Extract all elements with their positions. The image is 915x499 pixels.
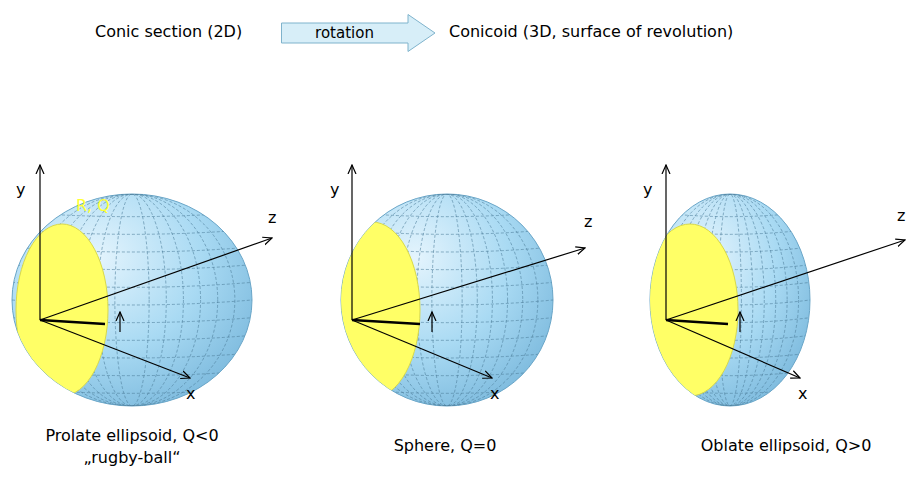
axis-label: z	[584, 212, 592, 232]
axis-label: y	[643, 180, 652, 200]
axis-label: z	[897, 206, 905, 226]
surface-cap	[642, 224, 738, 396]
arrow-label: rotation	[315, 23, 374, 43]
grid-line	[650, 388, 810, 393]
axes	[40, 165, 905, 378]
surface-cap	[324, 222, 420, 398]
grid-line	[650, 212, 810, 217]
axis-label: x	[186, 384, 195, 404]
caption: Prolate ellipsoid, Q<0	[45, 426, 218, 446]
axis-label: y	[330, 180, 339, 200]
grid-line	[341, 212, 553, 217]
grid-line	[12, 388, 252, 393]
grid-line	[341, 388, 553, 393]
caption: „rugby-ball“	[84, 448, 181, 468]
heading-text: Conicoid (3D, surface of revolution)	[449, 22, 733, 42]
axis-label: z	[268, 208, 276, 228]
prolate-ellipsoid	[12, 194, 252, 406]
axis-label: y	[16, 180, 25, 200]
grid-line	[12, 212, 252, 217]
grid-line	[432, 194, 462, 406]
grid-line	[115, 194, 149, 406]
caption: Sphere, Q=0	[394, 436, 497, 456]
axis-label: x	[798, 384, 807, 404]
surface-cap	[16, 224, 108, 396]
caption: Oblate ellipsoid, Q>0	[701, 436, 872, 456]
arrow-shape: rotation	[281, 14, 436, 52]
surface-label: R, Q	[76, 196, 110, 216]
axis-label: x	[490, 384, 499, 404]
heading-text: Conic section (2D)	[95, 22, 242, 42]
grid-line	[417, 194, 478, 406]
